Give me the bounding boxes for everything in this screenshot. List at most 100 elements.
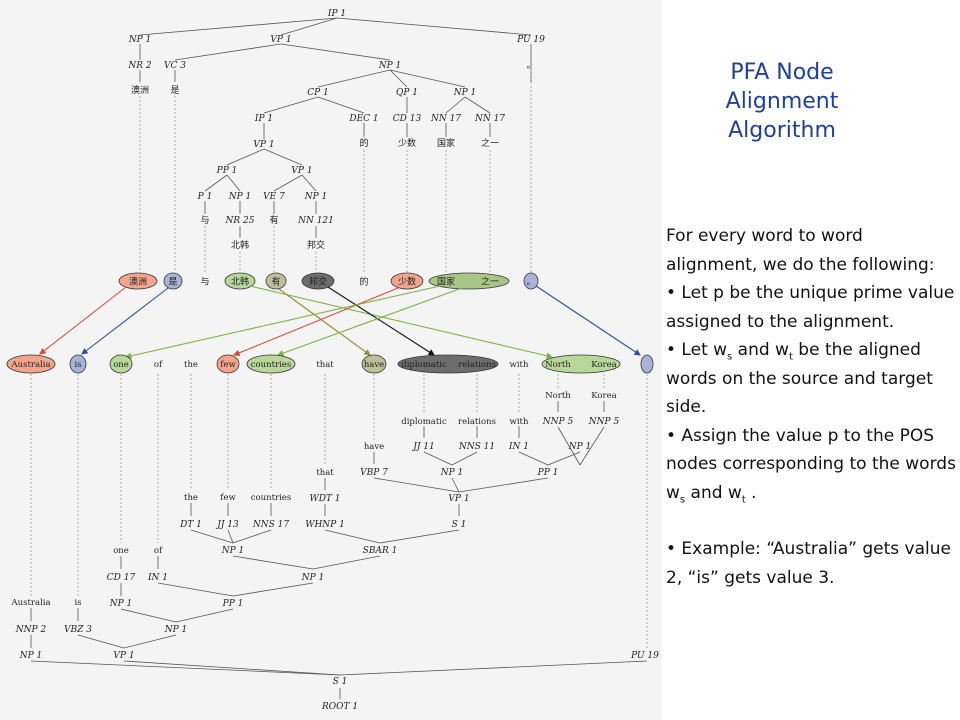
- alignment-diagram-svg: IP 1 NP 1 VP 1 PU 19 NR 2 VC 3 NP 1 澳洲 是…: [6, 9, 659, 712]
- src-node-np1d: NP 1: [228, 192, 252, 202]
- tgt-word-korea: Korea: [591, 391, 616, 401]
- src-node-vc3: VC 3: [164, 61, 186, 71]
- tgt-row-few: few: [220, 360, 236, 370]
- src-node-np1: NP 1: [128, 35, 152, 45]
- src-ellipse-aozhou: [118, 272, 158, 290]
- src-row-beihan: 北韩: [231, 276, 249, 288]
- tgt-node-sbar1: SBAR 1: [363, 546, 398, 556]
- bullet2-sub-s: s: [727, 351, 733, 363]
- src-word-zhiyi: 之一: [481, 137, 499, 149]
- tgt-node-nnp2: NNP 2: [15, 625, 47, 635]
- tgt-word-diplomatic: diplomatic: [401, 417, 447, 427]
- source-tree-labels: IP 1 NP 1 VP 1 PU 19 NR 2 VC 3 NP 1 澳洲 是…: [127, 9, 545, 251]
- tgt-word-with: with: [510, 417, 529, 427]
- tgt-node-nnp5b: NNP 5: [588, 417, 620, 427]
- src-node-dec1: DEC 1: [348, 114, 378, 124]
- src-node-qp1: QP 1: [396, 88, 418, 98]
- src-word-shi: 是: [170, 85, 179, 96]
- tgt-word-is: is: [74, 598, 81, 608]
- src-row-period: 。: [526, 278, 535, 288]
- tgt-word-that: that: [316, 468, 334, 478]
- src-node-np1c: NP 1: [453, 88, 477, 98]
- bullet3-part-a: • Assign the value p to the POS nodes co…: [666, 425, 956, 503]
- src-row-yu: 与: [200, 277, 209, 288]
- src-row-you: 有: [271, 276, 280, 288]
- bullet-example: • Example: “Australia” gets value 2, “is…: [666, 539, 951, 588]
- src-node-vp1b: VP 1: [253, 140, 274, 150]
- tgt-row-is: is: [74, 360, 81, 370]
- src-node-pu19: PU 19: [516, 35, 545, 45]
- tgt-row-one: one: [113, 360, 129, 370]
- src-row-aozhou: 澳洲: [129, 276, 147, 288]
- tgt-ellipse-australia: [6, 354, 56, 374]
- tgt-row-the: the: [184, 360, 198, 370]
- src-node-cp1: CP 1: [307, 88, 329, 98]
- intro-text: For every word to word alignment, we do …: [666, 226, 935, 275]
- tgt-word-of: of: [154, 546, 163, 556]
- tgt-node-vbp7: VBP 7: [360, 468, 388, 478]
- arrow-beihan-northkorea: [249, 285, 554, 359]
- bullet3-sub-s: s: [679, 493, 686, 505]
- tgt-node-s1a: S 1: [452, 520, 467, 530]
- tgt-word-have: have: [364, 442, 384, 452]
- alignment-diagram: IP 1 NP 1 VP 1 PU 19 NR 2 VC 3 NP 1 澳洲 是…: [0, 0, 662, 720]
- tgt-node-wdt1: WDT 1: [309, 494, 340, 504]
- tgt-row-korea: Korea: [591, 360, 616, 370]
- src-ellipse-guojia-zhiyi: [428, 272, 510, 290]
- source-tree-edges: [139, 17, 532, 238]
- arrow-you-have: [278, 288, 371, 356]
- tgt-row-have: have: [364, 360, 384, 370]
- tgt-row-with: with: [510, 360, 529, 370]
- target-aligned-row: Australia is one of the few countries th…: [6, 354, 654, 374]
- tgt-node-whnp1: WHNP 1: [305, 520, 345, 530]
- tgt-ellipse-diplomatic-relations: [397, 354, 499, 374]
- src-word-guojia: 国家: [437, 137, 455, 149]
- target-dotted-links: [30, 374, 648, 648]
- tgt-node-vp1b: VP 1: [113, 651, 134, 661]
- tgt-row-australia: Australia: [10, 360, 50, 370]
- src-row-zhiyi: 之一: [481, 276, 499, 288]
- tgt-row-of: of: [154, 360, 163, 370]
- bullet-aligned-words: • Let ws and wt be the aligned words on …: [666, 336, 956, 422]
- spacer: [666, 507, 956, 535]
- bullet-assign: • Assign the value p to the POS nodes co…: [666, 422, 956, 508]
- src-node-vp1: VP 1: [270, 35, 291, 45]
- tgt-node-nns17: NNS 17: [252, 520, 290, 530]
- tgt-node-nnp5a: NNP 5: [542, 417, 574, 427]
- src-word-bangjiao: 邦交: [307, 239, 325, 251]
- title-line-3: Algorithm: [728, 118, 836, 143]
- tgt-node-jj13: JJ 13: [215, 520, 239, 530]
- tgt-word-countries: countries: [251, 493, 291, 503]
- src-node-np1e: NP 1: [304, 192, 328, 202]
- src-row-bangjiao: 邦交: [309, 276, 327, 288]
- tgt-node-vp1a: VP 1: [448, 494, 469, 504]
- tgt-word-few: few: [220, 493, 236, 503]
- tgt-node-in1a: IN 1: [508, 442, 529, 452]
- tgt-node-np1d: NP 1: [109, 599, 133, 609]
- arrow-zhiyi-countries: [276, 287, 463, 357]
- src-word-yu: 与: [200, 215, 209, 226]
- tgt-word-australia: Australia: [10, 598, 50, 608]
- tgt-node-cd17: CD 17: [107, 573, 136, 583]
- src-row-shaoshu: 少数: [398, 276, 416, 288]
- target-tree-labels: North Korea NNP 5 NNP 5 diplomatic relat…: [10, 391, 659, 712]
- src-node-ve7: VE 7: [263, 192, 285, 202]
- bullet2-part-c: be the aligned words on the source and t…: [666, 340, 933, 417]
- tgt-row-diplomatic: diplomatic: [401, 360, 447, 370]
- tgt-word-the: the: [184, 493, 198, 503]
- tgt-node-np1f: NP 1: [19, 651, 43, 661]
- tgt-ellipse-one: [109, 354, 133, 374]
- tgt-ellipse-few: [216, 354, 240, 374]
- tgt-node-dt1: DT 1: [179, 520, 202, 530]
- src-node-p1: P 1: [197, 192, 213, 202]
- arrow-guojia-one: [124, 285, 441, 360]
- src-node-cd13: CD 13: [393, 114, 422, 124]
- tgt-word-relations: relations: [458, 417, 496, 427]
- bullet2-sub-t: t: [788, 351, 793, 363]
- tgt-ellipse-countries: [246, 354, 296, 374]
- src-node-nr25: NR 25: [225, 216, 255, 226]
- arrow-shi-is: [81, 287, 169, 355]
- tgt-node-np1c: NP 1: [301, 573, 325, 583]
- arrow-shaoshu-few: [232, 287, 399, 356]
- tgt-node-pp1a: PP 1: [537, 468, 559, 478]
